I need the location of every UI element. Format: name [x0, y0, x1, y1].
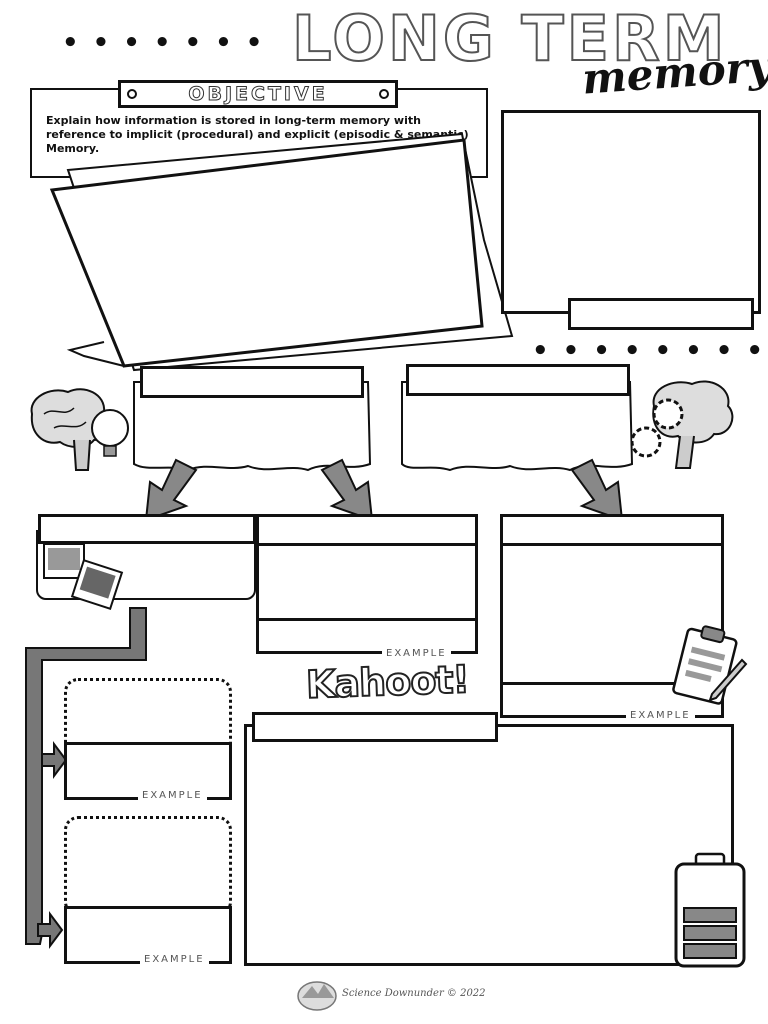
dots-decoration-top: •••••••: [62, 28, 277, 58]
procedural-header[interactable]: [38, 514, 256, 544]
objective-text: Explain how information is stored in lon…: [46, 114, 469, 155]
example-label-2: EXAMPLE: [140, 954, 209, 965]
episodic-header[interactable]: [256, 514, 478, 546]
screw-icon: [379, 89, 389, 99]
example-label-1: EXAMPLE: [138, 790, 207, 801]
arrow-to-procedural: [144, 458, 198, 522]
implicit-header[interactable]: [140, 366, 364, 398]
objective-banner: OBJECTIVE: [118, 80, 398, 108]
explicit-header[interactable]: [406, 364, 630, 396]
sticky-note[interactable]: [44, 130, 516, 375]
dots-decoration-right: ••••••••: [532, 336, 768, 366]
brain-lightbulb-icon: [30, 388, 129, 471]
semantic-header[interactable]: [500, 514, 724, 546]
footer-credit: Science Downunder © 2022: [342, 988, 486, 999]
example-label-episodic: EXAMPLE: [382, 648, 451, 659]
photo-icon: [43, 543, 124, 611]
summary-header[interactable]: [252, 712, 498, 742]
example-label-semantic: EXAMPLE: [626, 710, 695, 721]
arrow-to-episodic: [320, 458, 374, 522]
battery-icon: [674, 852, 746, 968]
clipboard-icon: [672, 625, 748, 705]
arrow-to-semantic: [570, 458, 624, 522]
objective-heading: OBJECTIVE: [188, 83, 328, 106]
science-downunder-logo: [297, 981, 337, 1011]
definition-box[interactable]: [501, 110, 761, 314]
explicit-paper[interactable]: [396, 368, 636, 476]
summary-box[interactable]: [244, 724, 734, 966]
definition-box-header[interactable]: [568, 298, 754, 330]
note-box-2[interactable]: [64, 816, 232, 916]
brain-gears-icon: [630, 380, 734, 469]
page-title: LONG TERM: [291, 2, 728, 75]
screw-icon: [127, 89, 137, 99]
side-bracket-arrow: [25, 607, 147, 949]
kahoot-logo[interactable]: Kahoot!: [304, 656, 470, 708]
